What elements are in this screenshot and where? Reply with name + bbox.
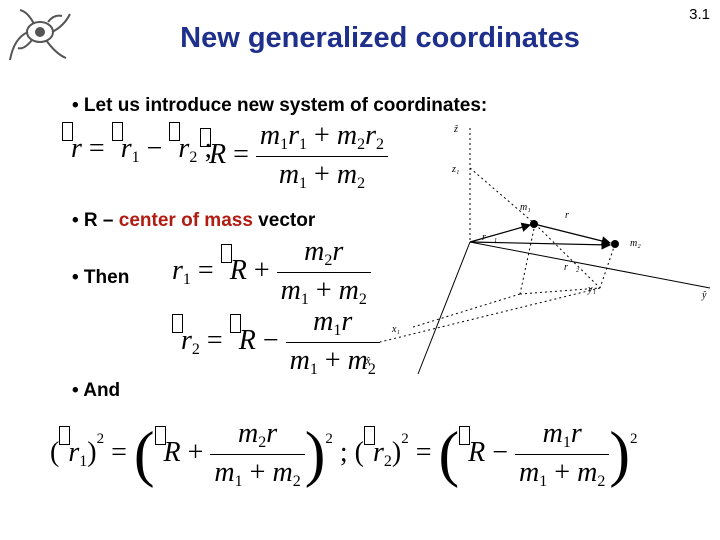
mass-2-dot: [611, 240, 619, 248]
z1-label: z₁: [451, 164, 459, 175]
intro-bullet: • Let us introduce new system of coordin…: [72, 95, 488, 116]
m1-label: m₁: [520, 202, 531, 213]
x-axis-label: x̂: [365, 356, 371, 367]
z-axis-label: ẑ: [453, 124, 458, 135]
r2-vector-label: r⃗₂: [564, 262, 580, 273]
relative-coordinate-equation: r = r1 − r2 ;: [62, 122, 212, 167]
m2-label: m₂: [630, 238, 641, 249]
slide-number: 3.1: [689, 6, 710, 23]
x1-label: x₁: [391, 324, 400, 335]
y-axis-label: ŷ: [701, 290, 707, 301]
lizard-logo: [9, 9, 71, 61]
r-vector-label: r⃗: [565, 210, 577, 221]
bullet-suffix: vector: [252, 210, 316, 231]
mass-1-dot: [530, 220, 538, 228]
r1-vector-label: r⃗₁: [482, 232, 497, 243]
page-title: New generalized coordinates: [180, 22, 580, 54]
then-bullet: • Then: [72, 267, 130, 288]
and-bullet: • And: [72, 380, 121, 401]
coordinate-diagram: ẑ z₁ m₁ r⃗ r⃗₁ m₂ r⃗₂ y₁ ŷ x₁ x̂: [365, 124, 711, 375]
center-of-mass-highlight: center of mass: [118, 210, 253, 231]
y1-label: y₁: [587, 284, 596, 295]
center-of-mass-bullet: • R – center of mass vector: [72, 210, 315, 232]
bullet-prefix: • R –: [72, 210, 119, 231]
